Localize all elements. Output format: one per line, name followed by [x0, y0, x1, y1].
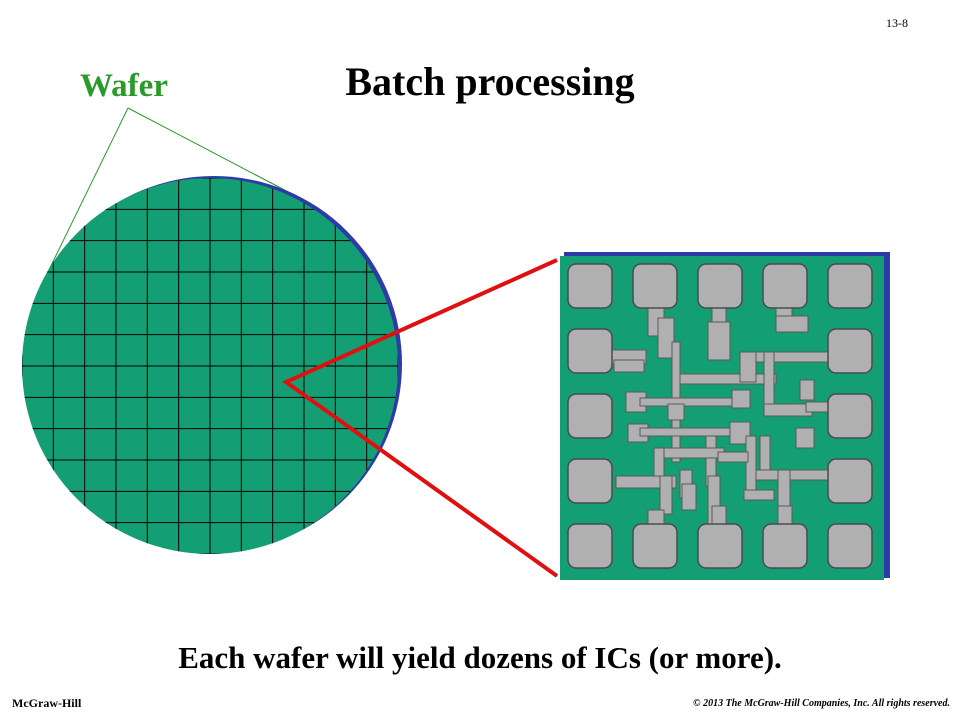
wafer-leader-line-right: [127, 107, 297, 197]
bond-pad: [762, 263, 808, 309]
chip-trace: [663, 447, 725, 459]
bond-pad: [697, 523, 743, 569]
footer-publisher: McGraw-Hill: [12, 696, 82, 710]
bond-pad: [567, 393, 613, 439]
footer-copyright: © 2013 The McGraw-Hill Companies, Inc. A…: [693, 698, 950, 709]
chip-trace: [795, 427, 815, 449]
chip-trace: [743, 489, 775, 501]
bond-pad: [632, 263, 678, 309]
slide-caption: Each wafer will yield dozens of ICs (or …: [178, 640, 782, 675]
chip-trace: [755, 469, 839, 481]
chip-trace: [707, 321, 731, 361]
chip-trace: [657, 317, 675, 359]
bond-pad: [567, 328, 613, 374]
chip-trace: [729, 421, 751, 445]
wafer: [22, 176, 402, 554]
chip-trace: [653, 447, 665, 479]
chip-trace: [613, 359, 645, 373]
chip-trace: [745, 435, 757, 493]
bond-pad: [762, 523, 808, 569]
chip-trace: [659, 475, 673, 515]
bond-pad: [827, 458, 873, 504]
chip-trace: [777, 505, 793, 527]
bond-pad: [632, 523, 678, 569]
chip-trace: [739, 351, 757, 383]
slide-number: 13-8: [886, 16, 908, 30]
bond-pad: [567, 263, 613, 309]
wafer-label: Wafer: [80, 68, 168, 104]
chip-trace: [731, 389, 751, 409]
chip-trace: [681, 483, 697, 511]
ic-chip: [560, 252, 890, 580]
chip-trace: [763, 403, 813, 417]
chip-trace: [711, 505, 727, 527]
chip-trace: [667, 403, 685, 421]
chip-bond-pads: [567, 263, 873, 569]
bond-pad: [697, 263, 743, 309]
chip-trace: [679, 373, 777, 385]
chip-trace: [717, 451, 749, 463]
wafer-leader-line-left: [43, 107, 129, 281]
bond-pad: [567, 458, 613, 504]
bond-pad: [827, 523, 873, 569]
zoom-callout-lines: [282, 258, 559, 578]
chip-trace: [799, 379, 815, 401]
slide-title: Batch processing: [345, 59, 635, 104]
bond-pad: [567, 523, 613, 569]
chip-trace: [775, 315, 809, 333]
bond-pad: [827, 328, 873, 374]
bond-pad: [827, 393, 873, 439]
bond-pad: [827, 263, 873, 309]
chip-traces: [605, 299, 841, 535]
chip-trace: [639, 397, 741, 407]
